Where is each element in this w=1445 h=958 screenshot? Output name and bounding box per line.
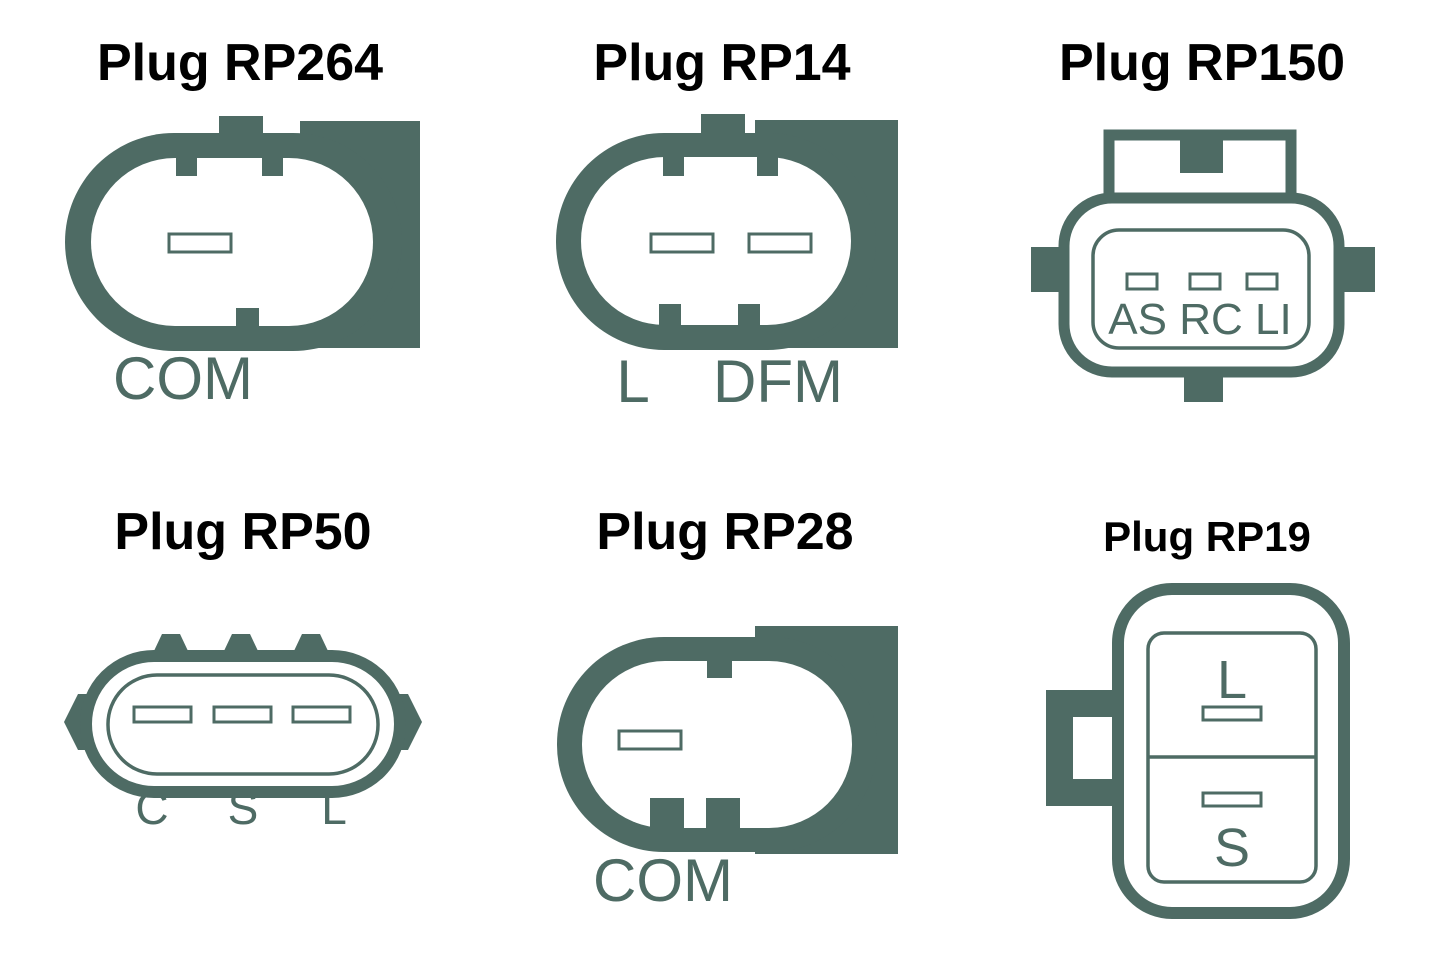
rp150-cap-key xyxy=(1180,135,1223,173)
rp50-pin-label-c: C xyxy=(135,782,168,834)
rp28-bottom-tab-left xyxy=(650,798,684,846)
rp28-key-notch-top xyxy=(707,650,732,678)
rp14-pin-slot-dfm xyxy=(747,232,813,254)
rp14-pin-label-dfm: DFM xyxy=(713,348,843,415)
rp19-pin-slot-l xyxy=(1201,705,1263,722)
plug-rp14: Plug RP14 L DFM xyxy=(556,34,898,415)
rp50-pin-slot-s xyxy=(212,705,273,724)
rp14-top-tab xyxy=(701,114,745,140)
rp50-pin-label-s: S xyxy=(228,782,259,834)
rp14-key-notch-left xyxy=(663,150,684,176)
rp14-pin-label-l: L xyxy=(616,348,649,415)
plug-rp50: Plug RP50 C S L xyxy=(64,503,422,834)
rp50-pin-slot-l xyxy=(291,705,352,724)
plug-rp50-title: Plug RP50 xyxy=(114,503,371,561)
rp264-pin-slot xyxy=(167,232,233,254)
plug-rp264-title: Plug RP264 xyxy=(97,34,383,92)
rp14-connector-cavity xyxy=(581,157,851,325)
rp14-bottom-tab-left xyxy=(659,304,681,332)
rp19-pin-slot-s xyxy=(1201,791,1263,808)
rp150-inner-frame xyxy=(1091,228,1311,350)
rp19-pin-label-l: L xyxy=(1217,650,1247,710)
rp264-key-notch-right xyxy=(262,150,283,176)
rp50-pin-label-l: L xyxy=(321,782,347,834)
rp264-top-tab xyxy=(219,116,263,142)
plug-rp19-title: Plug RP19 xyxy=(1103,513,1311,560)
rp150-pin-slot-rc xyxy=(1188,272,1222,291)
rp264-bottom-tab xyxy=(236,308,259,334)
plug-rp19: Plug RP19 L S xyxy=(1046,513,1350,919)
plug-rp264: Plug RP264 COM xyxy=(65,34,420,412)
rp19-side-bracket xyxy=(1046,690,1122,806)
rp50-connector-body xyxy=(80,650,406,798)
plug-rp28: Plug RP28 COM xyxy=(557,503,898,914)
rp28-bottom-tab-right xyxy=(706,798,740,846)
rp150-pin-slot-li xyxy=(1245,272,1279,291)
rp264-pin-label: COM xyxy=(113,345,253,412)
rp28-pin-label: COM xyxy=(593,847,733,914)
rp19-connector-body xyxy=(1112,583,1350,919)
rp264-key-notch-left xyxy=(176,150,197,176)
rp14-key-notch-right xyxy=(757,150,778,176)
rp14-pin-slot-l xyxy=(649,232,715,254)
plug-rp14-title: Plug RP14 xyxy=(593,34,850,92)
rp14-bottom-tab-right xyxy=(738,304,760,332)
rp28-connector-cavity xyxy=(582,661,852,828)
rp50-pin-slot-c xyxy=(132,705,193,724)
rp150-pin-labels: AS RC LI xyxy=(1108,295,1291,344)
plug-rp150: Plug RP150 AS RC LI xyxy=(1031,34,1375,402)
rp150-pin-slot-as xyxy=(1125,272,1159,291)
plug-rp150-title: Plug RP150 xyxy=(1059,34,1345,92)
plug-rp28-title: Plug RP28 xyxy=(596,503,853,561)
rp28-pin-slot xyxy=(617,729,683,751)
rp19-pin-label-s: S xyxy=(1214,818,1250,878)
rp50-inner-frame xyxy=(106,673,380,776)
